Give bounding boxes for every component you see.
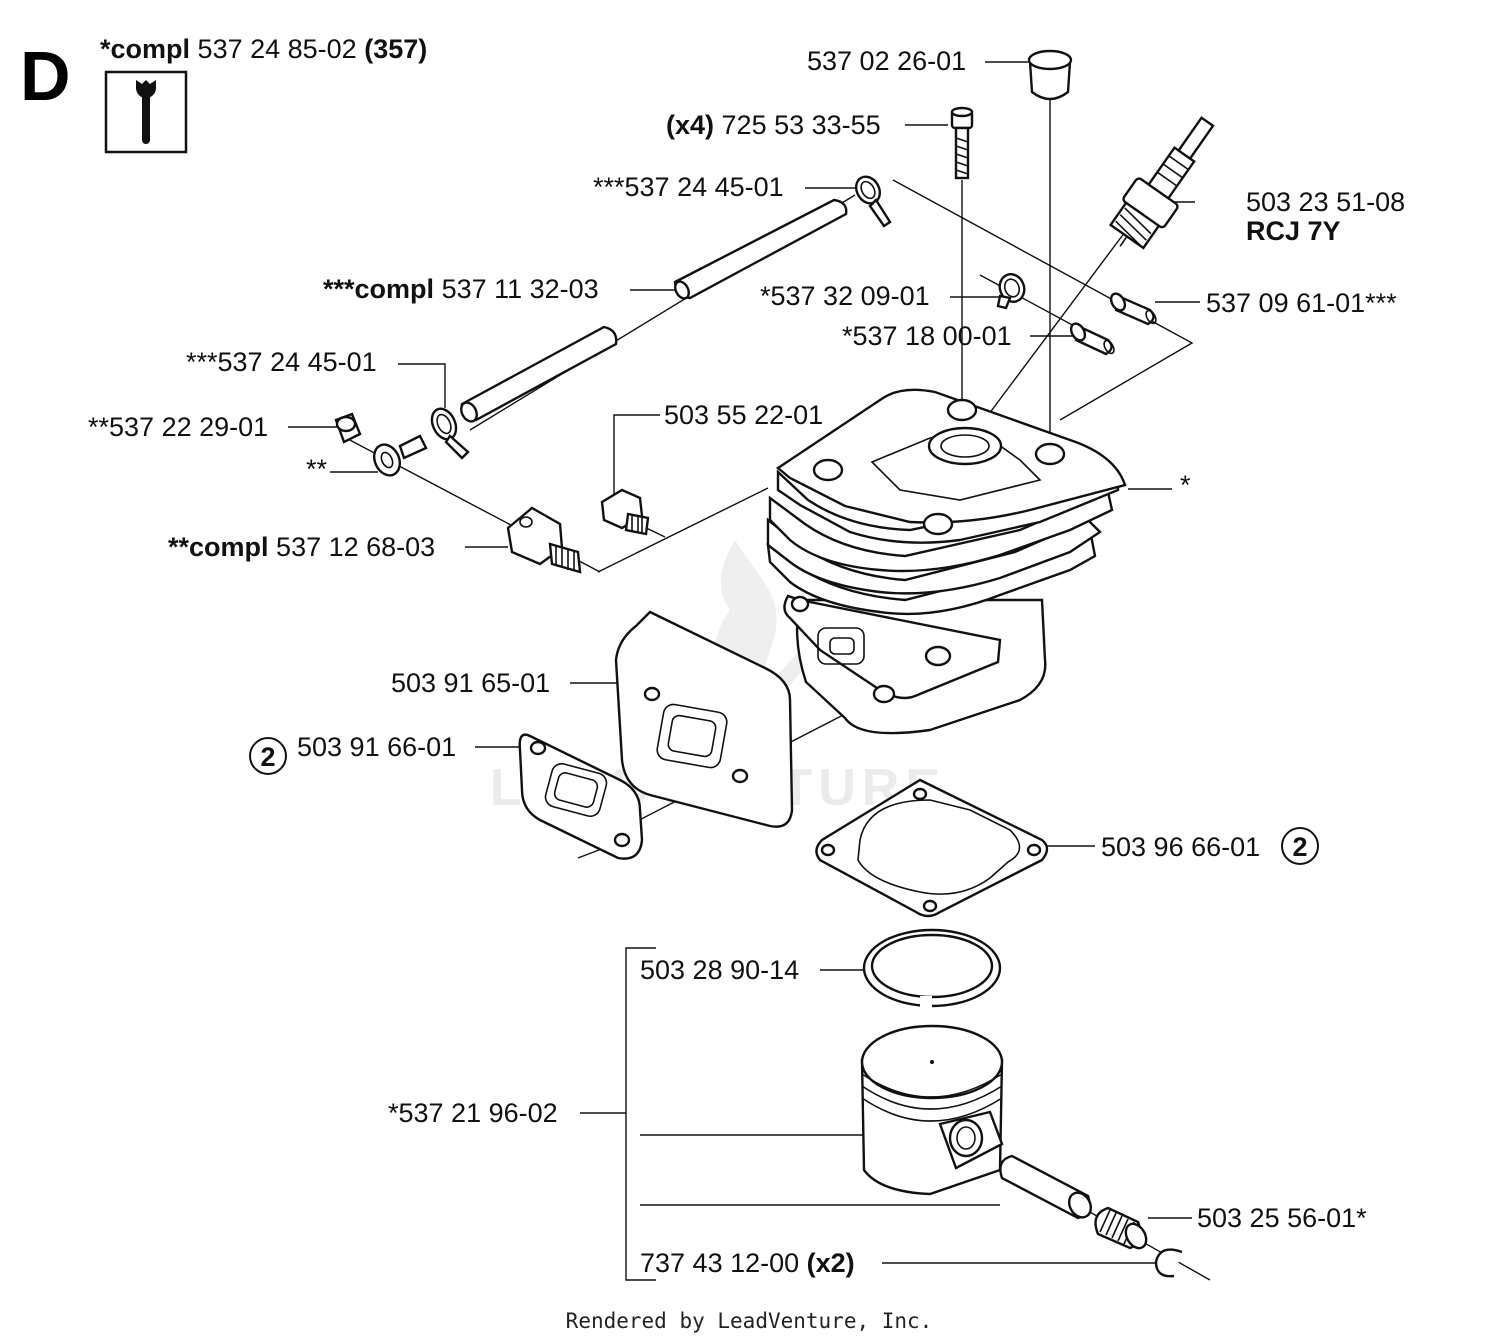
label-valve: 503 55 22-01 — [664, 400, 823, 430]
label-circlip: 737 43 12-00 (x2) — [640, 1248, 855, 1278]
cap-part — [1027, 49, 1073, 101]
label-piston: *537 21 96-02 — [388, 1098, 558, 1128]
clamp-mid-part — [430, 407, 470, 460]
label-washer: ** — [306, 454, 328, 484]
label-screw-number: 725 53 33-55 — [722, 110, 881, 140]
label-screw: (x4) 725 53 33-55 — [666, 110, 881, 140]
label-fitting-number: 537 12 68-03 — [276, 532, 435, 562]
piston-part — [860, 1024, 1004, 1196]
label-hose-number: 537 11 32-03 — [442, 274, 599, 304]
label-gasket-cylinder: 503 96 66-01 — [1101, 832, 1260, 862]
label-bearing: 503 25 56-01* — [1197, 1203, 1367, 1233]
label-clamp-top: ***537 24 45-01 — [593, 172, 784, 202]
label-cylinder: * — [1180, 470, 1191, 500]
label-nipple: **537 22 29-01 — [88, 412, 268, 442]
assembly-header: *compl 537 24 85-02 (357) — [100, 34, 427, 64]
sleeve-right-part — [1109, 292, 1157, 326]
washer-part — [372, 443, 402, 477]
hose-part — [460, 198, 848, 423]
screw-part — [950, 106, 974, 180]
gasket-exhaust-part — [518, 733, 644, 860]
clamp-top-part — [854, 175, 892, 228]
label-spark-plug-type: RCJ 7Y — [1246, 216, 1341, 246]
nipple-part — [334, 412, 428, 460]
label-sleeve-right: 537 09 61-01*** — [1206, 288, 1397, 318]
header-prefix: *compl — [100, 34, 190, 64]
label-heat-shield: 503 91 65-01 — [391, 668, 550, 698]
label-ring: 503 28 90-14 — [640, 955, 799, 985]
clip-small-part — [996, 273, 1026, 310]
gasket-cylinder-part — [815, 778, 1049, 918]
badge-gasket-cylinder: 2 — [1281, 827, 1319, 865]
badge-gasket-cylinder-text: 2 — [1292, 832, 1307, 862]
valve-part — [600, 488, 650, 536]
header-suffix: (357) — [364, 34, 427, 64]
footer-credit: Rendered by LeadVenture, Inc. — [566, 1309, 933, 1333]
label-cap: 537 02 26-01 — [807, 46, 966, 76]
piston-ring-part — [862, 928, 1002, 1008]
needle-bearing-part — [1094, 1206, 1148, 1250]
cylinder-part — [766, 388, 1127, 735]
label-circlip-number: 737 43 12-00 — [640, 1248, 799, 1278]
wrench-icon — [104, 70, 188, 154]
badge-gasket-exhaust: 2 — [249, 737, 287, 775]
header-number: 537 24 85-02 — [198, 34, 357, 64]
section-letter: D — [20, 37, 71, 115]
label-gasket-exhaust: 503 91 66-01 — [297, 732, 456, 762]
label-clamp-mid: ***537 24 45-01 — [186, 347, 377, 377]
label-circlip-qty: (x2) — [807, 1248, 855, 1278]
sleeve-small-part — [1069, 322, 1115, 356]
label-fitting-prefix: **compl — [168, 532, 269, 562]
label-spark-plug: 503 23 51-08 — [1246, 187, 1405, 217]
label-clip-small: *537 32 09-01 — [760, 281, 930, 311]
spark-plug-part — [1108, 116, 1215, 250]
badge-gasket-exhaust-text: 2 — [260, 742, 275, 772]
circlip-part — [1154, 1248, 1183, 1278]
heat-shield-part — [614, 610, 794, 828]
label-screw-qty: (x4) — [666, 110, 714, 140]
label-sleeve-small: *537 18 00-01 — [842, 321, 1012, 351]
label-hose: ***compl 537 11 32-03 — [323, 274, 599, 304]
piston-pin-part — [999, 1154, 1093, 1220]
label-fitting: **compl 537 12 68-03 — [168, 532, 435, 562]
fitting-part — [506, 506, 582, 574]
label-hose-prefix: ***compl — [323, 274, 434, 304]
